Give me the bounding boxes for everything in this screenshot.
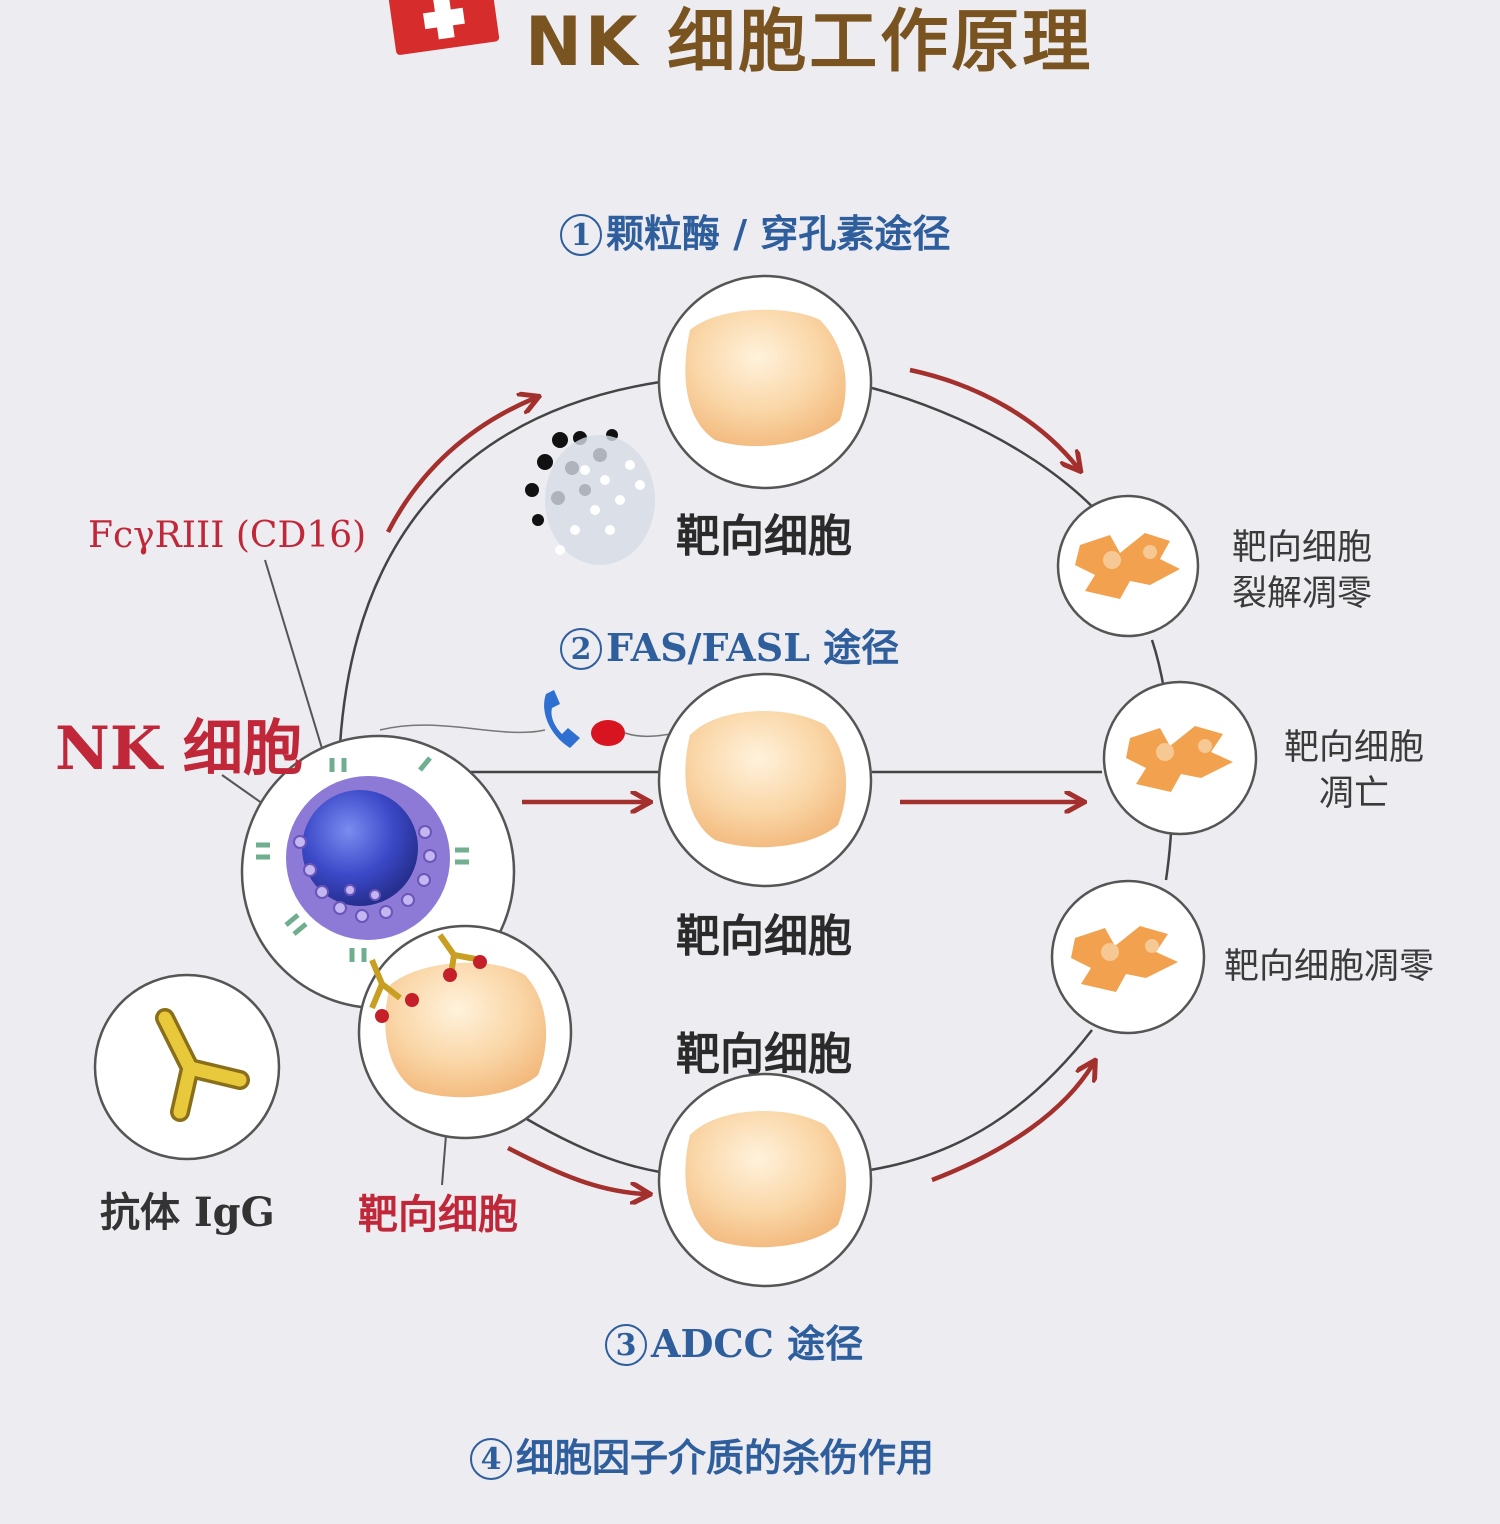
target-cell-pathway1: [657, 274, 873, 490]
pathway-2-number: 2: [560, 628, 602, 670]
swiss-flag-icon: [388, 0, 500, 55]
arrow-to-pathway3: [506, 1146, 646, 1194]
arrow-to-pathway1: [386, 398, 535, 534]
target-cell-adcc: [357, 924, 573, 1140]
fasl-dot: [591, 720, 625, 746]
pathway-4-number: 4: [470, 1438, 512, 1480]
granzyme-particles: [525, 429, 655, 565]
target-cell-pathway2: [657, 672, 873, 888]
receptor-label: FcγRIII (CD16): [88, 515, 367, 556]
pathway-3-number: 3: [605, 1324, 647, 1366]
target-cell-label-2: 靶向细胞: [676, 911, 852, 962]
target-cell-label-3: 靶向细胞: [676, 1029, 852, 1080]
arrow-pathway3-to-result: [931, 1064, 1093, 1183]
antibody-label: 抗体 IgG: [100, 1189, 275, 1236]
signal-thread: [379, 724, 546, 734]
result-cell-lysis: [1056, 494, 1200, 638]
pathway-2-label: FAS/FASL 途径: [606, 625, 900, 670]
target-cell-pathway3: [657, 1072, 873, 1288]
nk-cell-label: NK 细胞: [55, 714, 303, 784]
pathway-3-label: ADCC 途径: [651, 1321, 864, 1366]
result-lysis-line2: 裂解凋零: [1232, 574, 1373, 614]
pathway-4-label: 细胞因子介质的杀伤作用: [516, 1435, 935, 1480]
phone-icon: [544, 690, 580, 748]
result-cell-wither: [1050, 879, 1206, 1035]
result-cell-apoptosis: [1102, 680, 1258, 836]
pathway-arc-upper: [338, 380, 661, 746]
target-cell-label-1: 靶向细胞: [676, 511, 852, 562]
result-apoptosis-line1: 靶向细胞: [1284, 728, 1425, 768]
result-lysis-label: 靶向细胞 裂解凋零: [1232, 525, 1372, 617]
target-cell-label-adcc: 靶向细胞: [358, 1192, 518, 1238]
page-title: NK 细胞工作原理: [525, 3, 1094, 82]
antibody-igg-icon: [93, 973, 281, 1161]
pathway-1-number: 1: [560, 214, 602, 256]
receptor-leader-line: [264, 559, 331, 776]
result-apoptosis-line2: 凋亡: [1319, 774, 1390, 814]
pathway-1-label: 颗粒酶 / 穿孔素途径: [606, 211, 951, 256]
result-apoptosis-label: 靶向细胞 凋亡: [1284, 725, 1424, 817]
result-wither-label: 靶向细胞凋零: [1224, 947, 1435, 987]
result-lysis-line1: 靶向细胞: [1232, 528, 1373, 568]
arrow-pathway1-to-result: [909, 367, 1078, 468]
nk-cell: [240, 734, 516, 1010]
pathway-arc-lower-right: [869, 1029, 1093, 1172]
pathway-arc-lower: [524, 1116, 661, 1174]
